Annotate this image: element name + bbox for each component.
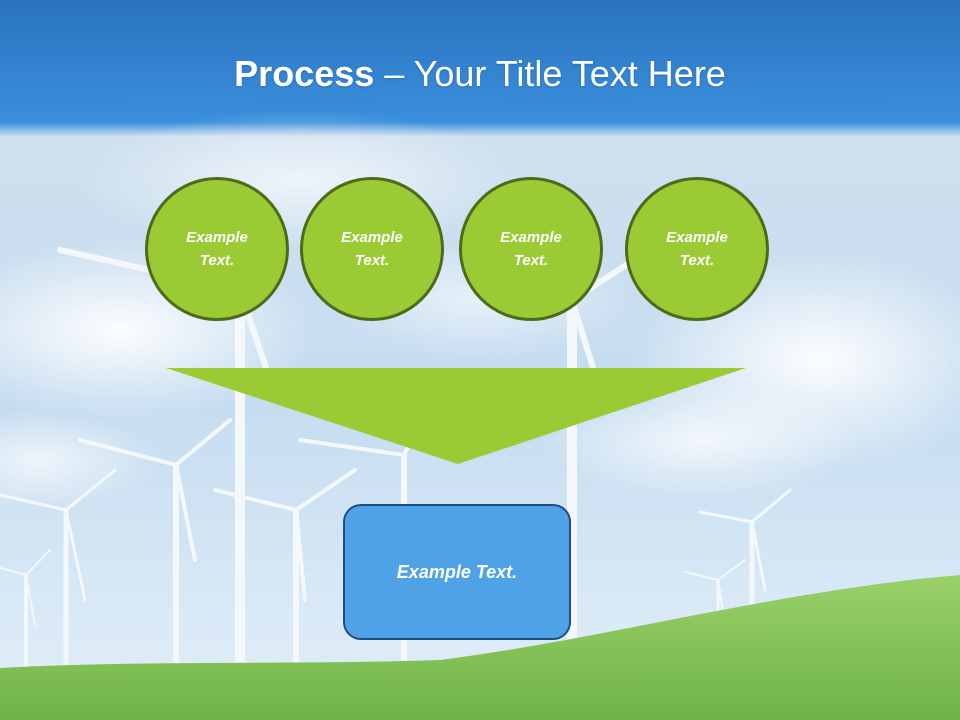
result-box-label: Example Text. [396, 561, 518, 582]
step-circle-3: Example Text. [459, 177, 603, 321]
wind-turbines [0, 227, 792, 685]
slide-title-bold: Process [234, 53, 375, 94]
step-circle-label: Example Text. [500, 229, 562, 269]
step-circle-label: Example Text. [666, 229, 728, 269]
step-circle-label: Example Text. [341, 229, 403, 269]
slide-title-rest: – Your Title Text Here [374, 53, 726, 94]
result-box: Example Text. [343, 504, 571, 640]
slide-title: Process – Your Title Text Here [0, 50, 960, 98]
step-circle-4: Example Text. [625, 177, 769, 321]
step-circle-2: Example Text. [300, 177, 444, 321]
grass-hill [0, 575, 960, 720]
step-circle-label: Example Text. [186, 229, 248, 269]
step-circle-1: Example Text. [145, 177, 289, 321]
funnel-arrow [166, 368, 746, 464]
